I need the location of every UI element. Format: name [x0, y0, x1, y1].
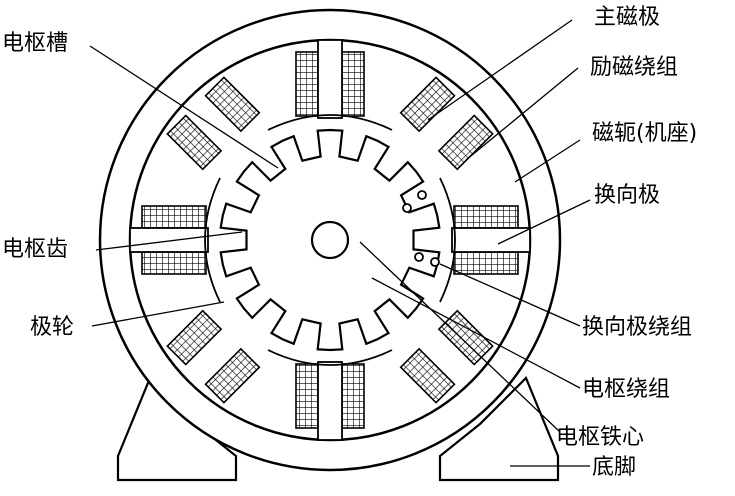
field-coil	[341, 363, 365, 429]
commutating-coil	[437, 114, 494, 171]
field-coil	[141, 205, 207, 229]
commutating-coil	[166, 309, 223, 366]
commutating-pole	[166, 76, 261, 171]
pole-core	[317, 361, 343, 441]
label-pole-shoe: 极轮	[30, 315, 74, 340]
label-commutating-pole: 换向极	[594, 183, 660, 208]
label-armature-slot: 电枢槽	[2, 31, 68, 56]
label-main-pole: 主磁极	[594, 5, 660, 30]
main-pole	[267, 39, 393, 131]
pole-core	[317, 39, 343, 119]
commutating-coil	[437, 309, 494, 366]
field-coil	[295, 51, 319, 117]
pole-core	[129, 227, 209, 253]
main-pole	[267, 349, 393, 441]
pole-shoe	[204, 177, 221, 303]
field-coil	[141, 251, 207, 275]
commutating-pole	[166, 309, 261, 404]
field-coil	[453, 205, 519, 229]
field-coil	[341, 51, 365, 117]
pole-shoe	[267, 114, 393, 131]
label-armature-tooth: 电枢齿	[2, 237, 68, 262]
label-base: 底脚	[592, 455, 636, 480]
pole-shoe	[267, 349, 393, 366]
label-armature-winding: 电枢绕组	[582, 377, 670, 402]
pole-shoe	[439, 177, 456, 303]
main-pole	[439, 177, 531, 303]
label-field-winding: 励磁绕组	[590, 55, 678, 80]
commutating-coil	[166, 114, 223, 171]
label-armature-core: 电枢铁心	[556, 425, 644, 450]
shaft	[310, 220, 350, 260]
field-coil	[295, 363, 319, 429]
commutating-pole	[399, 309, 494, 404]
field-coil	[453, 251, 519, 275]
label-yoke: 磁轭(机座)	[592, 121, 697, 146]
commutating-pole	[399, 76, 494, 171]
pole-core	[451, 227, 531, 253]
commutating-coil	[399, 347, 456, 404]
main-pole	[129, 177, 221, 303]
stator-poles	[129, 39, 531, 441]
leader-lines	[89, 19, 591, 467]
commutating-coil	[204, 76, 261, 133]
commutating-coil	[204, 347, 261, 404]
commutating-winding-markers	[402, 190, 440, 267]
label-commutating-winding: 换向极绕组	[582, 315, 692, 340]
